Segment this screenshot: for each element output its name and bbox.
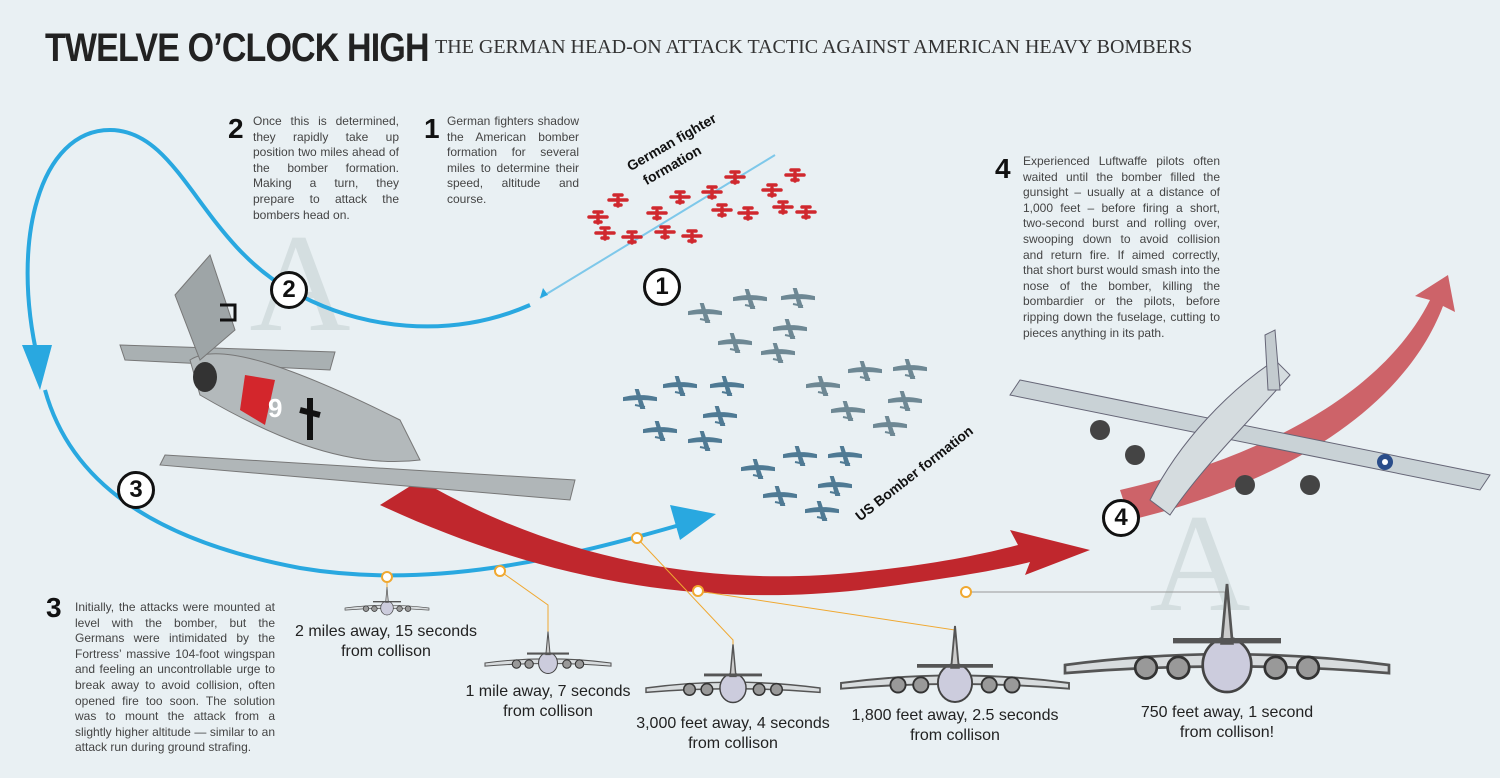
red-attack-path xyxy=(380,480,1090,596)
bomber-aircraft xyxy=(1009,329,1491,516)
distance-points xyxy=(381,532,972,598)
page-subtitle: THE GERMAN HEAD-ON ATTACK TACTIC AGAINST… xyxy=(435,36,1193,58)
step-2-text: Once this is determined, they rapidly ta… xyxy=(253,114,399,222)
fighter-number-marking: 9 xyxy=(268,393,283,423)
step-4-text: Experienced Luftwaffe pilots often waite… xyxy=(1023,154,1220,340)
step-2-number: 2 xyxy=(228,113,244,144)
fighter-aircraft xyxy=(119,254,576,501)
german-fighter-formation xyxy=(587,168,817,245)
marker-2: 2 xyxy=(270,271,308,309)
step-1-number: 1 xyxy=(424,113,440,144)
marker-1: 1 xyxy=(643,268,681,306)
us-bomber-formation xyxy=(623,288,927,521)
step-3-text: Initially, the attacks were mounted at l… xyxy=(75,600,275,755)
marker-3: 3 xyxy=(117,471,155,509)
blue-attack-path xyxy=(25,127,531,361)
page-title: TWELVE O’CLOCK HIGH xyxy=(45,26,430,70)
marker-4: 4 xyxy=(1102,499,1140,537)
step-4-number: 4 xyxy=(995,153,1011,184)
step-3-number: 3 xyxy=(46,592,62,623)
step-1-text: German fighters shadow the American bomb… xyxy=(447,114,579,206)
leader-lines xyxy=(386,537,1226,660)
